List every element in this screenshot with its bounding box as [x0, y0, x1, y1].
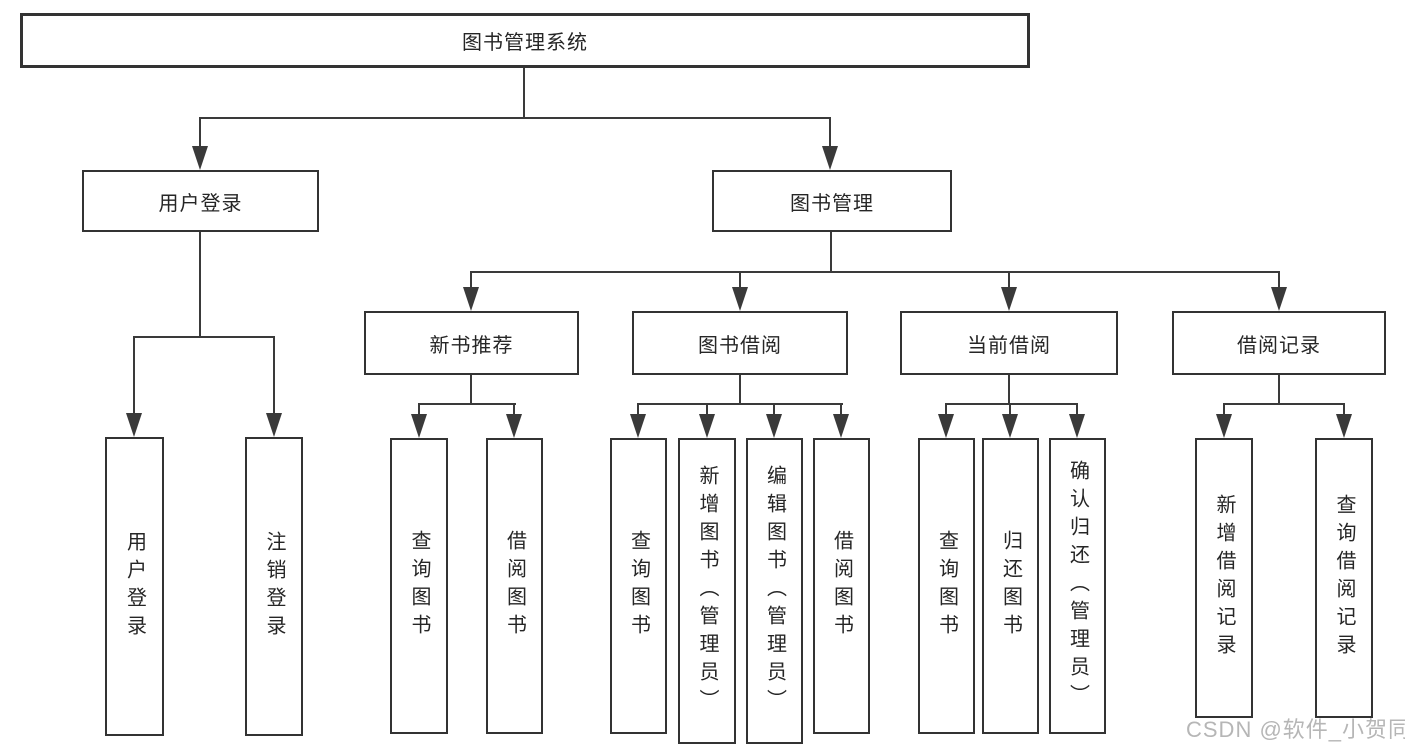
- leaf-newrec-query-books-box: 查询图书: [390, 438, 448, 734]
- arrow-down-icon: [1336, 414, 1352, 438]
- connector-line: [133, 336, 135, 415]
- leaf-borrow-add-books-admin-label: 新增图书（管理员）: [696, 465, 718, 717]
- leaf-current-return-books-label: 归还图书: [999, 530, 1022, 642]
- arrow-down-icon: [630, 414, 646, 438]
- leaf-newrec-borrow-books-box: 借阅图书: [486, 438, 543, 734]
- arrow-down-icon: [1069, 414, 1085, 438]
- leaf-borrow-borrow-books-label: 借阅图书: [830, 530, 853, 642]
- leaf-borrow-add-books-admin-box: 新增图书（管理员）: [678, 438, 736, 744]
- connector-line: [523, 68, 525, 118]
- connector-line: [739, 271, 741, 289]
- connector-line: [199, 232, 201, 338]
- node-borrow-record-label: 借阅记录: [1237, 334, 1321, 357]
- node-new-book-recommend-label: 新书推荐: [429, 334, 514, 357]
- leaf-current-query-books-label: 查询图书: [935, 530, 958, 642]
- arrow-down-icon: [1271, 287, 1287, 311]
- arrow-down-icon: [1001, 287, 1017, 311]
- connector-line: [739, 375, 741, 405]
- connector-line: [1076, 403, 1078, 416]
- connector-line: [1008, 375, 1010, 405]
- node-book-management-label: 图书管理: [790, 192, 874, 215]
- arrow-down-icon: [506, 414, 522, 438]
- connector-line: [1008, 271, 1010, 289]
- connector-line: [1223, 403, 1225, 416]
- arrow-down-icon: [833, 414, 849, 438]
- arrow-down-icon: [699, 414, 715, 438]
- connector-line: [418, 403, 420, 416]
- leaf-user-login-box: 用户登录: [105, 437, 164, 736]
- arrow-down-icon: [1002, 414, 1018, 438]
- leaf-borrow-borrow-books-box: 借阅图书: [813, 438, 870, 734]
- arrow-down-icon: [822, 146, 838, 170]
- node-library-system-box: 图书管理系统: [20, 13, 1030, 68]
- connector-line: [706, 403, 708, 416]
- node-user-login-label: 用户登录: [158, 192, 243, 215]
- arrow-down-icon: [766, 414, 782, 438]
- connector-line: [133, 336, 275, 338]
- arrow-down-icon: [463, 287, 479, 311]
- leaf-borrow-query-books-label: 查询图书: [627, 530, 650, 642]
- leaf-record-add-borrow-record-box: 新增借阅记录: [1195, 438, 1253, 718]
- node-new-book-recommend-box: 新书推荐: [364, 311, 579, 375]
- leaf-current-return-books-box: 归还图书: [982, 438, 1039, 734]
- arrow-down-icon: [732, 287, 748, 311]
- arrow-down-icon: [411, 414, 427, 438]
- leaf-record-query-borrow-record-label: 查询借阅记录: [1333, 494, 1355, 662]
- leaf-newrec-query-books-label: 查询图书: [408, 530, 430, 642]
- node-book-borrow-label: 图书借阅: [698, 334, 782, 357]
- arrow-down-icon: [192, 146, 208, 170]
- node-book-management-box: 图书管理: [712, 170, 952, 232]
- connector-line: [513, 403, 515, 416]
- connector-line: [945, 403, 947, 416]
- connector-line: [1223, 403, 1345, 405]
- leaf-user-login-label: 用户登录: [123, 530, 146, 643]
- leaf-logout-box: 注销登录: [245, 437, 303, 736]
- leaf-record-add-borrow-record-label: 新增借阅记录: [1213, 494, 1235, 662]
- arrow-down-icon: [938, 414, 954, 438]
- leaf-borrow-edit-books-admin-label: 编辑图书（管理员）: [763, 465, 786, 717]
- connector-line: [470, 271, 472, 289]
- leaf-current-query-books-box: 查询图书: [918, 438, 975, 734]
- node-borrow-record-box: 借阅记录: [1172, 311, 1386, 375]
- connector-line: [773, 403, 775, 416]
- connector-line: [199, 117, 831, 119]
- connector-line: [471, 271, 1280, 273]
- leaf-current-confirm-return-admin-box: 确认归还（管理员）: [1049, 438, 1106, 734]
- node-book-borrow-box: 图书借阅: [632, 311, 848, 375]
- leaf-current-confirm-return-admin-label: 确认归还（管理员）: [1066, 460, 1089, 712]
- connector-line: [1343, 403, 1345, 416]
- connector-line: [1278, 375, 1280, 405]
- leaf-borrow-query-books-box: 查询图书: [610, 438, 667, 734]
- connector-line: [829, 117, 831, 148]
- leaf-borrow-edit-books-admin-box: 编辑图书（管理员）: [746, 438, 803, 744]
- arrow-down-icon: [1216, 414, 1232, 438]
- connector-line: [199, 117, 201, 148]
- connector-line: [637, 403, 639, 416]
- connector-line: [418, 403, 516, 405]
- connector-line: [470, 375, 472, 405]
- connector-line: [637, 403, 843, 405]
- leaf-record-query-borrow-record-box: 查询借阅记录: [1315, 438, 1373, 718]
- connector-line: [1278, 271, 1280, 289]
- arrow-down-icon: [126, 413, 142, 437]
- arrow-down-icon: [266, 413, 282, 437]
- node-library-system-label: 图书管理系统: [462, 32, 588, 54]
- connector-line: [840, 403, 842, 416]
- connector-line: [945, 403, 1078, 405]
- leaf-newrec-borrow-books-label: 借阅图书: [503, 530, 526, 642]
- connector-line: [1009, 403, 1011, 416]
- leaf-logout-label: 注销登录: [263, 530, 285, 643]
- connector-line: [273, 336, 275, 415]
- connector-line: [830, 232, 832, 273]
- node-current-borrow-box: 当前借阅: [900, 311, 1118, 375]
- node-user-login-box: 用户登录: [82, 170, 319, 232]
- csdn-watermark: CSDN @软件_小贺同学: [1186, 717, 1405, 742]
- node-current-borrow-label: 当前借阅: [967, 334, 1051, 357]
